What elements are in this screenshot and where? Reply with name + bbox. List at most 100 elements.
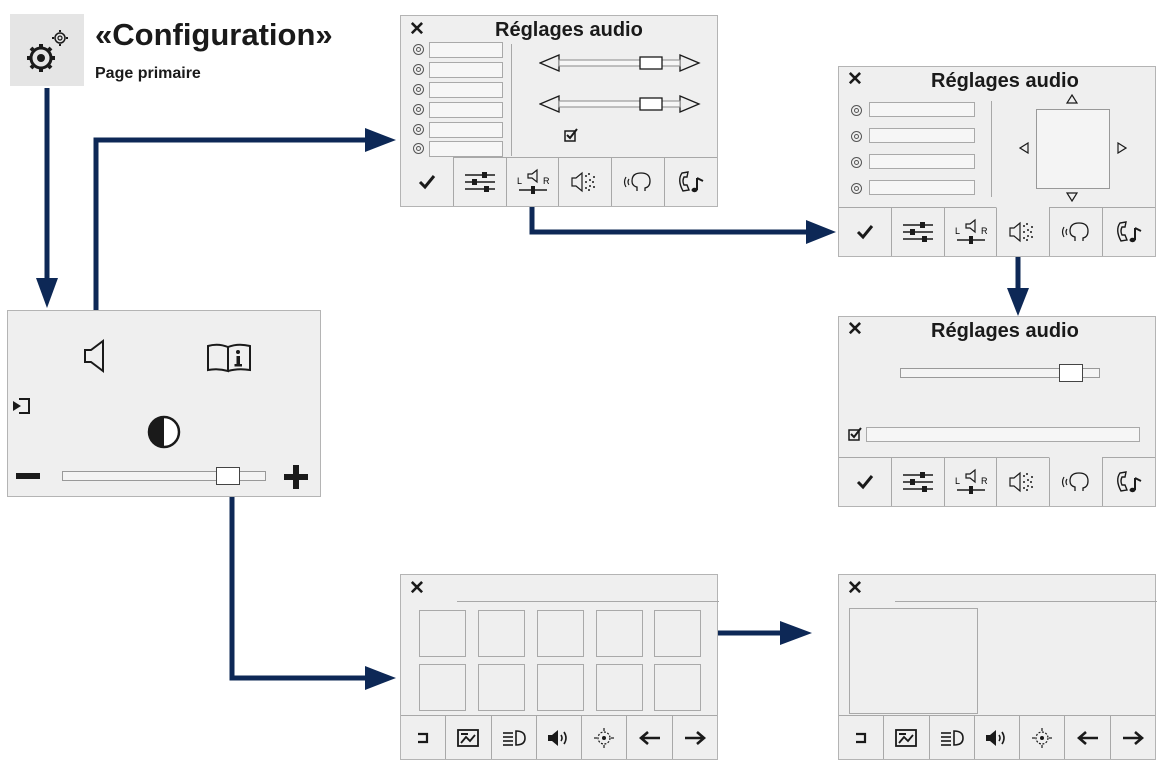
radio-option[interactable] bbox=[413, 124, 424, 135]
target-icon bbox=[1032, 727, 1053, 748]
gallery-cell[interactable] bbox=[478, 610, 525, 657]
info-book-icon[interactable] bbox=[206, 343, 252, 373]
toolbar-volume[interactable] bbox=[973, 716, 1019, 759]
gallery-cell[interactable] bbox=[654, 610, 701, 657]
gallery-cell[interactable] bbox=[419, 664, 466, 711]
fader-right-arrow[interactable] bbox=[1117, 142, 1127, 154]
tab-voice[interactable] bbox=[1049, 208, 1102, 256]
tab-equalizer[interactable] bbox=[890, 458, 944, 506]
list-field[interactable] bbox=[429, 62, 503, 78]
toolbar-headlight[interactable] bbox=[490, 716, 536, 759]
level-slider-thumb[interactable] bbox=[1059, 364, 1083, 382]
phone-music-icon bbox=[679, 171, 704, 193]
tab-confirm[interactable] bbox=[839, 208, 891, 256]
tab-spatial[interactable] bbox=[996, 458, 1049, 506]
tab-spatial[interactable] bbox=[996, 207, 1050, 256]
list-field[interactable] bbox=[429, 42, 503, 58]
speaker-icon[interactable] bbox=[81, 338, 111, 374]
radio-option[interactable] bbox=[851, 131, 862, 142]
list-field[interactable] bbox=[429, 141, 503, 157]
arrow-slider-2[interactable] bbox=[539, 95, 701, 113]
tab-equalizer[interactable] bbox=[452, 158, 506, 206]
list-field[interactable] bbox=[429, 102, 503, 118]
brightness-slider[interactable] bbox=[62, 467, 266, 485]
arrow-left-icon bbox=[638, 730, 660, 745]
gallery-toolbar bbox=[401, 715, 717, 759]
equalizer-icon bbox=[464, 172, 495, 192]
list-field[interactable] bbox=[429, 122, 503, 138]
toolbar-image[interactable] bbox=[883, 716, 928, 759]
checkbox-icon[interactable] bbox=[564, 128, 578, 142]
tab-phone-music[interactable] bbox=[1102, 458, 1155, 506]
close-button[interactable]: ✕ bbox=[847, 578, 863, 599]
gallery-cell[interactable] bbox=[537, 664, 584, 711]
tab-balance[interactable]: L R bbox=[943, 208, 997, 256]
radio-option[interactable] bbox=[851, 105, 862, 116]
list-field[interactable] bbox=[869, 102, 975, 117]
config-icon-tile[interactable] bbox=[10, 14, 84, 86]
volume-icon bbox=[547, 729, 567, 746]
radio-option[interactable] bbox=[413, 143, 424, 154]
gallery-cell[interactable] bbox=[478, 664, 525, 711]
tab-spatial[interactable] bbox=[558, 158, 611, 206]
toolbar-prev[interactable] bbox=[626, 716, 671, 759]
fader-pad[interactable] bbox=[1036, 109, 1110, 189]
list-field[interactable] bbox=[869, 154, 975, 169]
speaker-spray-icon bbox=[571, 171, 596, 193]
toolbar-back[interactable] bbox=[401, 716, 445, 759]
image-icon bbox=[457, 728, 480, 747]
radio-option[interactable] bbox=[851, 157, 862, 168]
tab-voice[interactable] bbox=[611, 158, 664, 206]
tab-balance[interactable]: L R bbox=[943, 458, 997, 506]
toolbar-prev[interactable] bbox=[1064, 716, 1109, 759]
contrast-icon[interactable] bbox=[147, 415, 181, 449]
toolbar-next[interactable] bbox=[671, 716, 717, 759]
gallery-cell[interactable] bbox=[419, 610, 466, 657]
plus-icon[interactable] bbox=[284, 465, 308, 489]
toolbar-back[interactable] bbox=[839, 716, 883, 759]
audio-settings-panel-spatial: ✕ Réglages audio L R bbox=[838, 66, 1156, 257]
close-button[interactable]: ✕ bbox=[409, 19, 425, 40]
checkbox-icon[interactable] bbox=[848, 427, 864, 441]
toolbar-next[interactable] bbox=[1109, 716, 1155, 759]
gallery-cell[interactable] bbox=[596, 610, 643, 657]
fader-left-arrow[interactable] bbox=[1019, 142, 1029, 154]
gallery-cell[interactable] bbox=[596, 664, 643, 711]
list-field[interactable] bbox=[429, 82, 503, 98]
headlight-icon bbox=[502, 729, 526, 746]
close-button[interactable]: ✕ bbox=[847, 319, 863, 340]
tab-balance[interactable]: L R bbox=[505, 158, 559, 206]
toolbar-target[interactable] bbox=[1019, 716, 1064, 759]
exit-door-icon[interactable] bbox=[12, 397, 32, 415]
brightness-slider-thumb[interactable] bbox=[216, 467, 240, 485]
radio-option[interactable] bbox=[413, 84, 424, 95]
tab-phone-music[interactable] bbox=[664, 158, 717, 206]
list-field[interactable] bbox=[869, 128, 975, 143]
detail-panel: ✕ bbox=[838, 574, 1157, 760]
tab-phone-music[interactable] bbox=[1102, 208, 1155, 256]
gallery-cell[interactable] bbox=[654, 664, 701, 711]
checkbox-label-field[interactable] bbox=[866, 427, 1140, 442]
radio-option[interactable] bbox=[851, 183, 862, 194]
tab-voice[interactable] bbox=[1049, 457, 1103, 506]
toolbar-image[interactable] bbox=[445, 716, 490, 759]
tab-equalizer[interactable] bbox=[890, 208, 944, 256]
list-field[interactable] bbox=[869, 180, 975, 195]
level-slider[interactable] bbox=[900, 364, 1100, 382]
minus-icon[interactable] bbox=[16, 473, 40, 479]
toolbar-target[interactable] bbox=[581, 716, 626, 759]
radio-option[interactable] bbox=[413, 64, 424, 75]
close-button[interactable]: ✕ bbox=[847, 69, 863, 90]
arrow-slider-1[interactable] bbox=[539, 54, 701, 72]
radio-option[interactable] bbox=[413, 104, 424, 115]
tab-confirm[interactable] bbox=[839, 458, 891, 506]
tab-confirm[interactable] bbox=[401, 157, 453, 206]
close-button[interactable]: ✕ bbox=[409, 578, 425, 599]
toolbar-volume[interactable] bbox=[535, 716, 581, 759]
detail-image[interactable] bbox=[849, 608, 978, 714]
toolbar-headlight[interactable] bbox=[928, 716, 974, 759]
radio-option[interactable] bbox=[413, 44, 424, 55]
fader-down-arrow[interactable] bbox=[1066, 192, 1078, 202]
gallery-cell[interactable] bbox=[537, 610, 584, 657]
fader-up-arrow[interactable] bbox=[1066, 94, 1078, 104]
